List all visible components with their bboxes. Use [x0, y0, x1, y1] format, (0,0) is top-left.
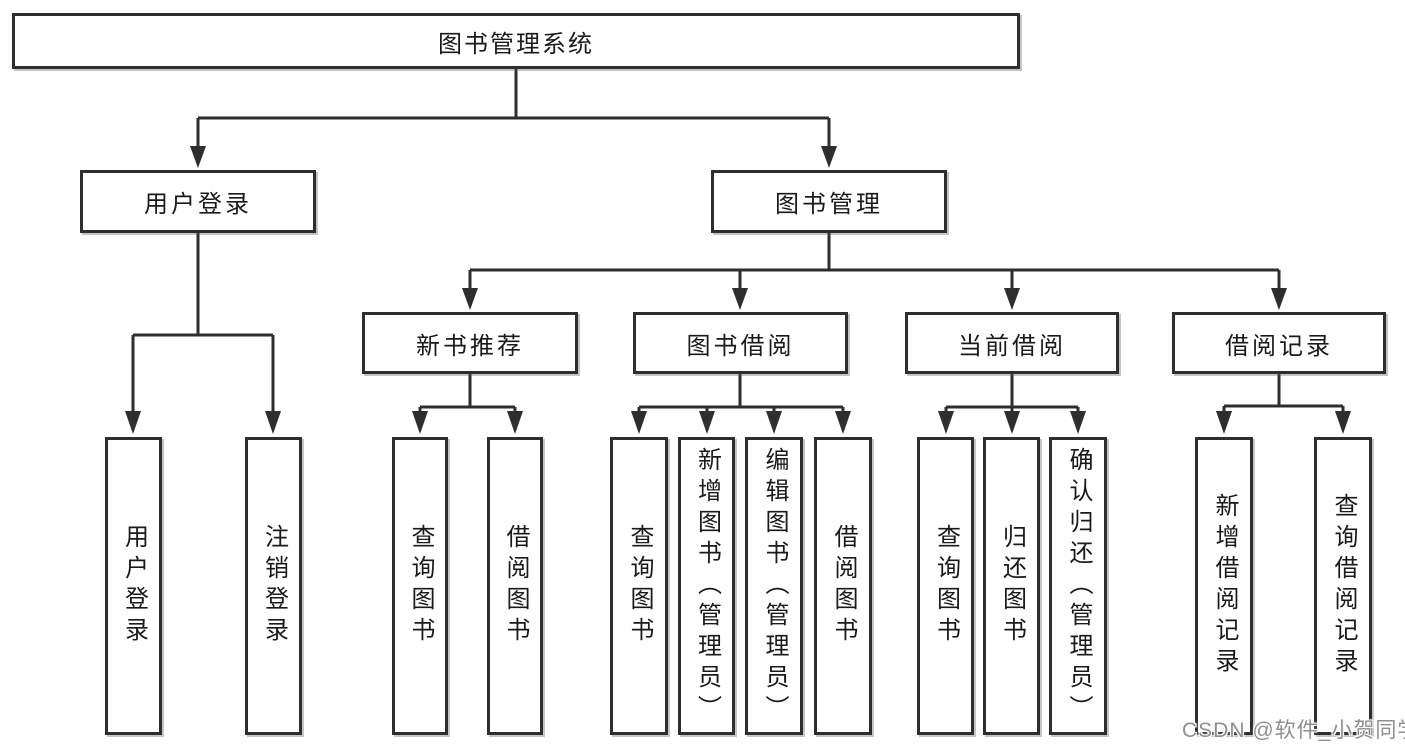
node-current-borrow: 当前借阅 — [905, 312, 1119, 374]
node-book-borrow: 图书借阅 — [633, 312, 848, 374]
node-book-borrow-label: 图书借阅 — [686, 332, 795, 360]
leaf-query-books-3: 查询图书 — [917, 437, 974, 735]
leaf-borrow-books-2-label: 借阅图书 — [830, 524, 857, 648]
leaf-query-books-2-label: 查询图书 — [626, 524, 653, 648]
leaf-query-books-3-label: 查询图书 — [932, 524, 960, 648]
leaf-borrow-books-1-label: 借阅图书 — [502, 524, 529, 648]
node-new-book-recommend: 新书推荐 — [362, 312, 578, 374]
csdn-watermark: CSDN @软件_小贺同学 — [1182, 719, 1405, 742]
leaf-confirm-return-admin: 确认归还（管理员） — [1049, 437, 1107, 735]
leaf-logout: 注销登录 — [245, 437, 302, 735]
leaf-add-books-admin-label: 新增图书（管理员） — [693, 446, 721, 726]
node-borrow-records-label: 借阅记录 — [1225, 332, 1333, 360]
leaf-query-books-1-label: 查询图书 — [407, 524, 434, 648]
leaf-user-login-label: 用户登录 — [120, 524, 148, 648]
leaf-query-borrow-record-label: 查询借阅记录 — [1330, 493, 1357, 679]
leaf-edit-books-admin-label: 编辑图书（管理员） — [761, 446, 788, 726]
node-user-login-label: 用户登录 — [144, 191, 252, 218]
leaf-return-books: 归还图书 — [983, 437, 1040, 735]
leaf-add-borrow-record: 新增借阅记录 — [1195, 437, 1253, 735]
arrowheads — [125, 146, 1351, 434]
node-current-borrow-label: 当前借阅 — [958, 332, 1066, 360]
node-borrow-records: 借阅记录 — [1172, 312, 1386, 374]
leaf-add-books-admin: 新增图书（管理员） — [678, 437, 735, 735]
leaf-query-books-1: 查询图书 — [392, 437, 448, 735]
node-root-label: 图书管理系统 — [438, 30, 594, 58]
node-book-management: 图书管理 — [711, 170, 947, 233]
node-root-library-system: 图书管理系统 — [12, 13, 1020, 69]
leaf-logout-label: 注销登录 — [260, 524, 288, 648]
leaf-borrow-books-1: 借阅图书 — [487, 437, 543, 735]
leaf-edit-books-admin: 编辑图书（管理员） — [745, 437, 803, 735]
leaf-user-login: 用户登录 — [105, 437, 162, 735]
node-user-login: 用户登录 — [80, 170, 316, 233]
leaf-query-borrow-record: 查询借阅记录 — [1314, 437, 1372, 735]
leaf-borrow-books-2: 借阅图书 — [814, 437, 872, 735]
leaf-return-books-label: 归还图书 — [998, 524, 1026, 648]
node-book-management-label: 图书管理 — [775, 191, 883, 218]
node-new-book-recommend-label: 新书推荐 — [416, 332, 524, 360]
leaf-confirm-return-admin-label: 确认归还（管理员） — [1065, 446, 1092, 726]
leaf-add-borrow-record-label: 新增借阅记录 — [1211, 493, 1238, 679]
leaf-query-books-2: 查询图书 — [610, 437, 668, 735]
